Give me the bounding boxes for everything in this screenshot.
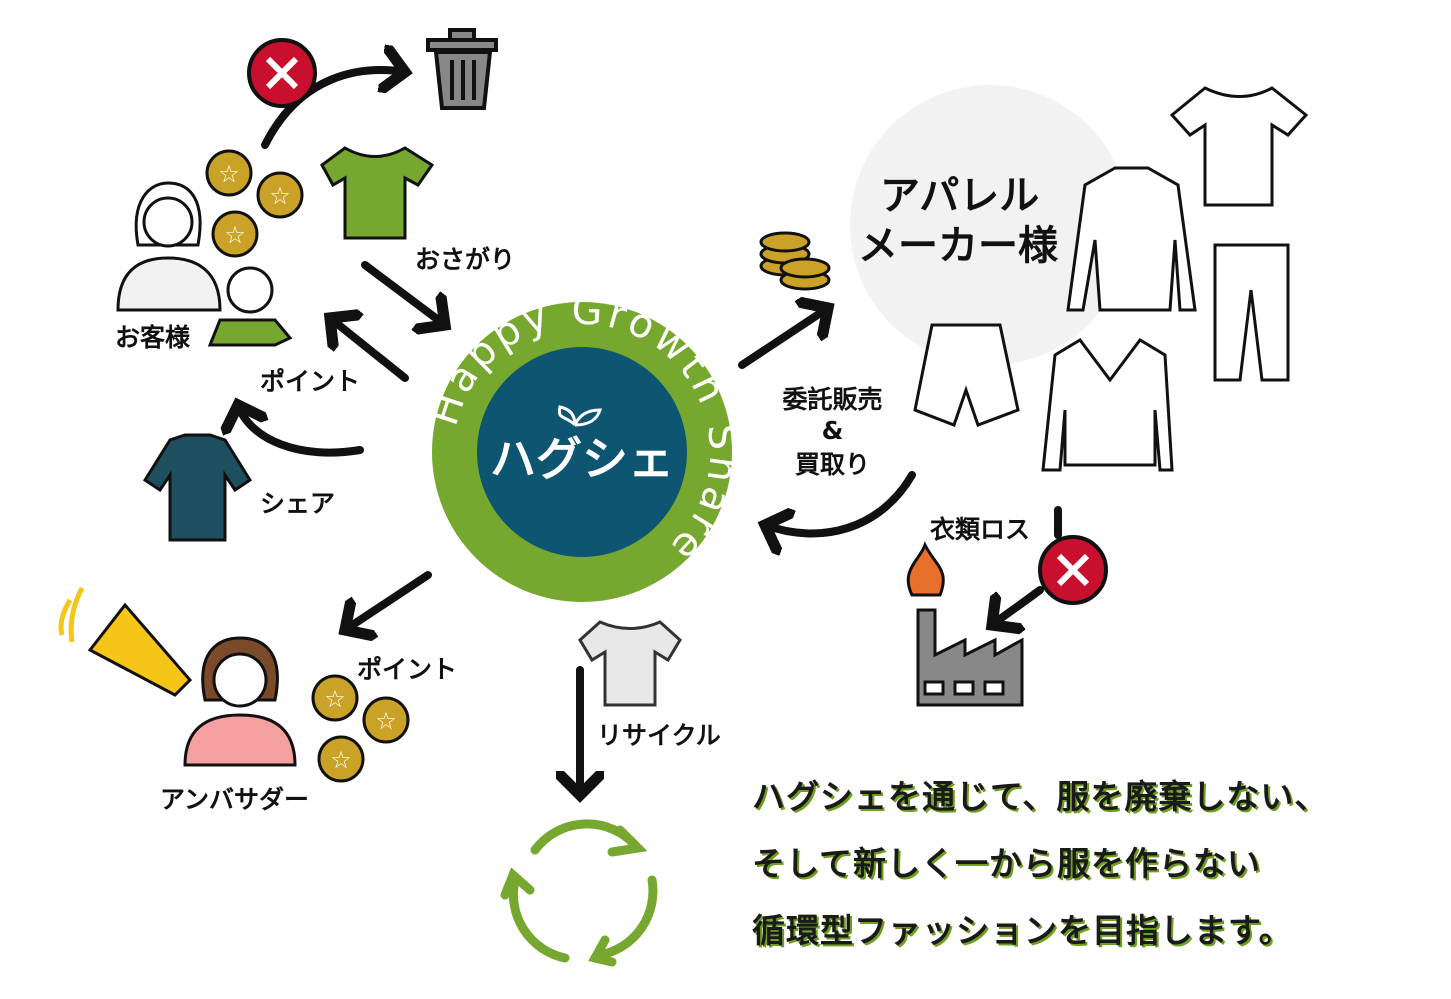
slogan-line: 循環型ファッションを目指します。 bbox=[752, 911, 1293, 950]
arrow-clothing-loss bbox=[992, 506, 1062, 625]
pants-icon bbox=[1213, 243, 1290, 382]
label-point-bottom: ポイント bbox=[357, 655, 458, 684]
label-consign-line2: & bbox=[821, 416, 844, 445]
label-consign: 委託販売 & 買取り bbox=[770, 380, 895, 481]
flow-arrows bbox=[238, 70, 1062, 795]
recycle-icon bbox=[500, 819, 658, 967]
svg-text:☆: ☆ bbox=[218, 160, 240, 188]
svg-text:☆: ☆ bbox=[330, 746, 352, 774]
trash-icon bbox=[426, 28, 498, 110]
customer-icon bbox=[116, 181, 293, 347]
slogan-line: そして新しく一から服を作らない bbox=[752, 844, 1262, 883]
label-consign-line3: 買取り bbox=[794, 450, 870, 479]
green-tshirt-icon bbox=[320, 146, 435, 240]
svg-text:☆: ☆ bbox=[224, 221, 246, 249]
label-hand-me-down: おさがり bbox=[415, 245, 516, 274]
factory-icon bbox=[906, 541, 1024, 707]
label-ambassador: アンバサダー bbox=[160, 785, 310, 814]
coin-stack-icon bbox=[759, 231, 831, 291]
svg-text:☆: ☆ bbox=[375, 707, 397, 735]
logo-name: ハグシェ bbox=[490, 432, 674, 486]
cross-mark-icon bbox=[247, 38, 317, 108]
tshirt-icon bbox=[1169, 86, 1309, 207]
label-customer: お客様 bbox=[115, 323, 191, 352]
arrow-to-maker bbox=[738, 308, 828, 369]
label-recycle: リサイクル bbox=[597, 721, 721, 750]
sprout-icon bbox=[557, 405, 603, 427]
label-clothing-loss: 衣類ロス bbox=[930, 515, 1031, 544]
arrow-point-ambassador bbox=[345, 571, 432, 630]
coin-icons-customer: ☆ ☆ ☆ bbox=[205, 149, 304, 258]
label-point-top: ポイント bbox=[260, 367, 361, 396]
ambassador-icon bbox=[183, 636, 297, 767]
coin-icons-ambassador: ☆ ☆ ☆ bbox=[311, 674, 410, 783]
jacket-icon bbox=[1066, 166, 1197, 312]
svg-text:☆: ☆ bbox=[324, 685, 346, 713]
maker-background-circle bbox=[850, 85, 1130, 365]
maker-clothing-icons bbox=[913, 86, 1309, 472]
label-maker-line2: メーカー様 bbox=[858, 223, 1058, 269]
arrow-to-trash bbox=[261, 70, 405, 149]
shirt-icon bbox=[142, 433, 253, 542]
used-tshirt-icon bbox=[578, 620, 682, 707]
arrow-hand-me-down bbox=[361, 261, 445, 325]
cross-mark-icon bbox=[1038, 535, 1108, 605]
arrow-share bbox=[238, 405, 364, 457]
label-consign-line1: 委託販売 bbox=[782, 385, 883, 414]
svg-text:☆: ☆ bbox=[269, 182, 291, 210]
arrow-consign bbox=[765, 471, 916, 533]
label-maker-line1: アパレル bbox=[880, 173, 1040, 219]
sweater-icon bbox=[1041, 338, 1174, 472]
hagushe-logo: Happy Growth Share ハグシェ bbox=[421, 287, 743, 602]
arrow-point-customer bbox=[330, 318, 409, 382]
megaphone-icon bbox=[58, 586, 193, 697]
slogan-line: ハグシェを通じて、服を廃棄しない、 bbox=[752, 777, 1329, 816]
label-share: シェア bbox=[260, 489, 336, 518]
shorts-icon bbox=[913, 323, 1020, 427]
